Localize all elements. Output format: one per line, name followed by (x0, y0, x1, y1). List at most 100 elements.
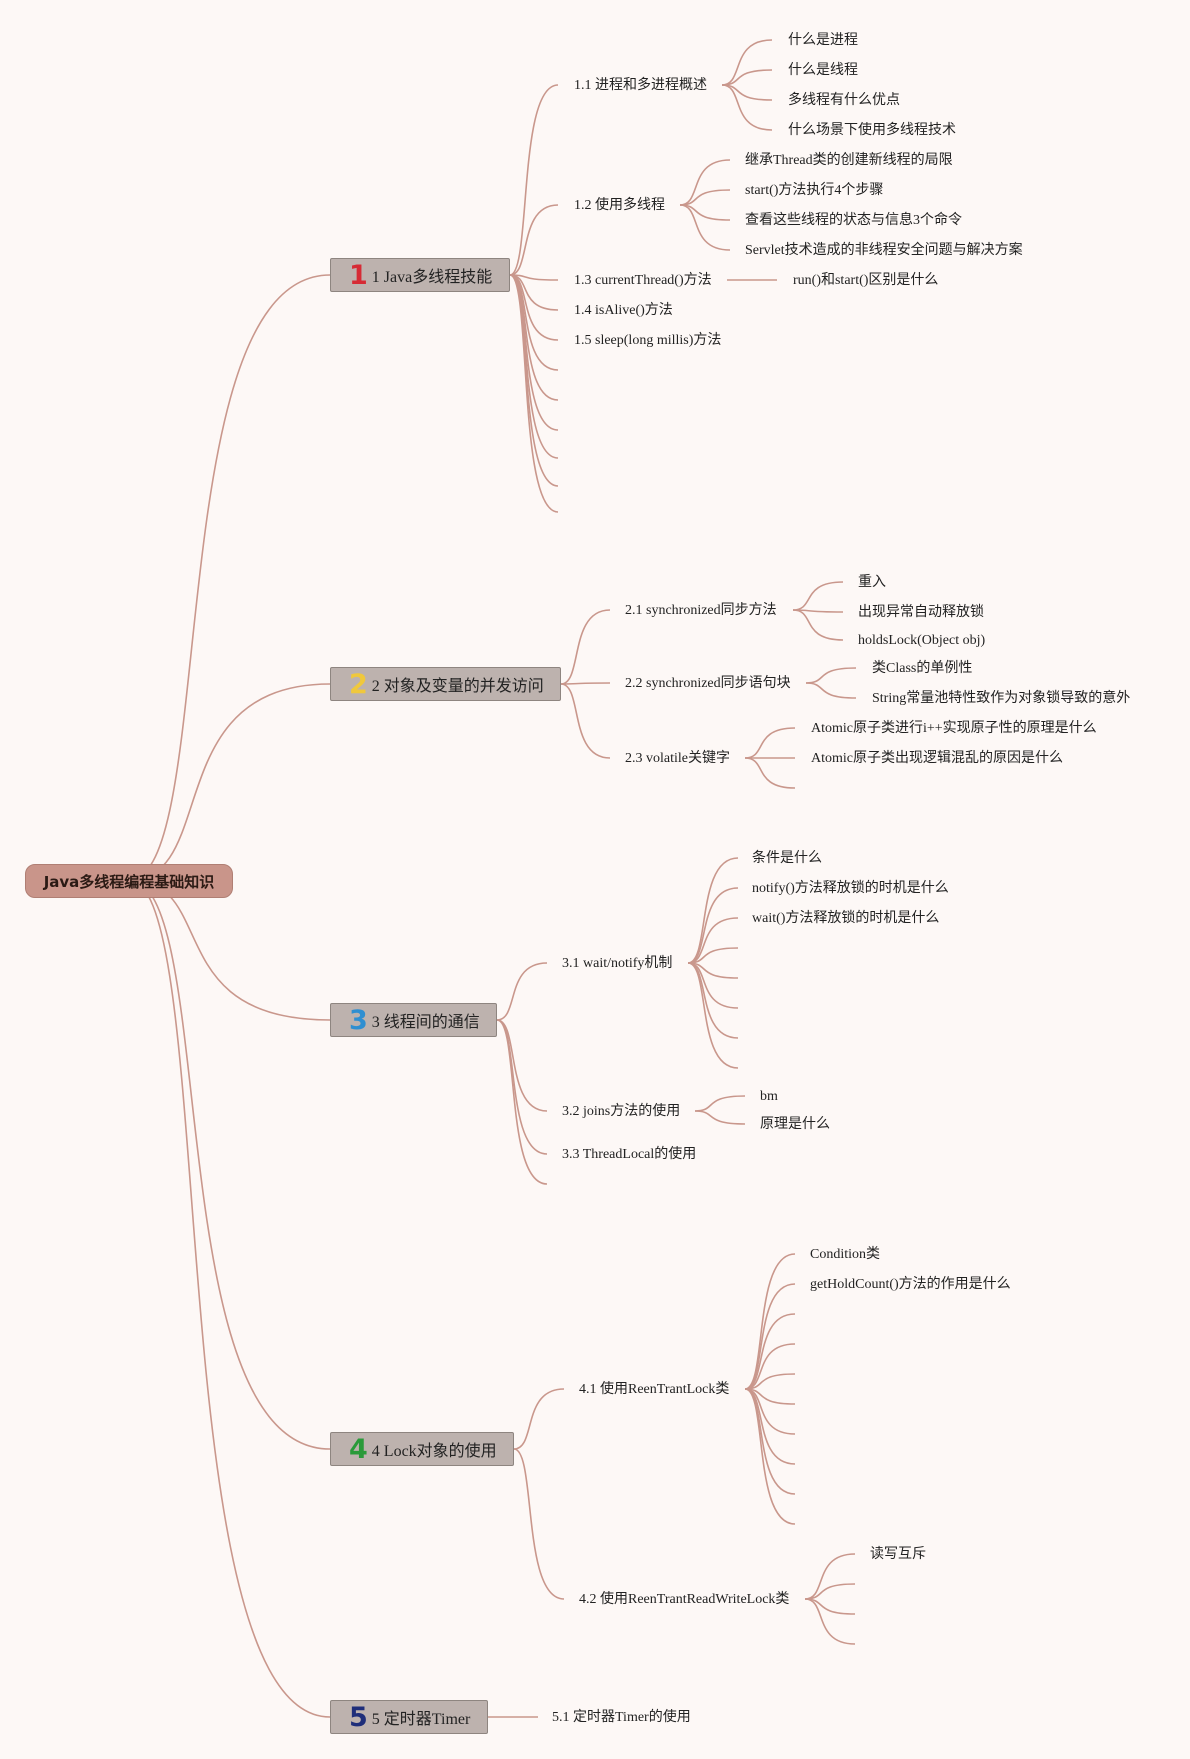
topic-4-2-link (804, 1598, 856, 1645)
topic-1-1-item[interactable]: 什么是线程 (788, 63, 858, 78)
branch-2-link (560, 683, 611, 759)
branch-3-link (496, 962, 548, 1021)
branch-2[interactable]: 2 2 对象及变量的并发访问 (330, 667, 561, 701)
topic-2-1-item[interactable]: holdsLock(Object obj) (858, 633, 986, 648)
branch-2-label: 2 对象及变量的并发访问 (371, 678, 544, 695)
topic-1-1-item[interactable]: 什么场景下使用多线程技术 (788, 123, 956, 138)
branch-2-number: 2 (349, 668, 368, 700)
topic-1-2-link (679, 189, 731, 206)
topic-2-2-link (805, 667, 857, 684)
branch-2-link (560, 609, 611, 685)
topic-2-1-link (792, 609, 844, 641)
topic-4-1-link (744, 1373, 796, 1390)
topic-2-2[interactable]: 2.2 synchronized同步语句块 (625, 676, 791, 691)
topic-3-2-link (694, 1095, 746, 1112)
topic-1-3-item[interactable]: run()和start()区别是什么 (793, 273, 939, 288)
topic-4-1-link (744, 1388, 796, 1495)
topic-4-2-link (804, 1553, 856, 1600)
topic-2-2-item[interactable]: 类Class的单例性 (872, 661, 973, 676)
topic-1-1-link (721, 69, 773, 86)
topic-1-2-item[interactable]: 查看这些线程的状态与信息3个命令 (745, 213, 962, 228)
topic-1-1-link (721, 39, 773, 86)
topic-2-2-item[interactable]: String常量池特性致作为对象锁导致的意外 (872, 691, 1131, 706)
topic-1-5[interactable]: 1.5 sleep(long millis)方法 (574, 333, 722, 348)
topic-4-1-link (744, 1313, 796, 1390)
topic-4-2[interactable]: 4.2 使用ReenTrantReadWriteLock类 (579, 1592, 790, 1607)
topic-1-3[interactable]: 1.3 currentThread()方法 (574, 273, 712, 288)
branch-1-link (509, 84, 559, 276)
topic-3-1-item[interactable]: notify()方法释放锁的时机是什么 (752, 881, 949, 896)
branch-4-number: 4 (349, 1433, 368, 1465)
root-link (128, 879, 331, 1450)
topic-3-1-item[interactable]: 条件是什么 (752, 851, 822, 866)
branch-1-link (509, 274, 559, 513)
topic-2-3-link (744, 727, 796, 759)
root-label: Java多线程编程基础知识 (43, 872, 215, 891)
branch-4-label: 4 Lock对象的使用 (371, 1443, 497, 1460)
topic-3-1[interactable]: 3.1 wait/notify机制 (562, 956, 673, 971)
topic-2-1[interactable]: 2.1 synchronized同步方法 (625, 603, 777, 618)
topic-4-1-item[interactable]: Condition类 (810, 1247, 881, 1262)
branch-3-link (496, 1019, 548, 1185)
branch-1-link (509, 274, 559, 401)
topic-3-1-link (687, 947, 739, 964)
branch-3[interactable]: 3 3 线程间的通信 (330, 1003, 497, 1037)
topic-3-2-link (694, 1110, 746, 1125)
topic-2-1-link (792, 581, 844, 611)
branch-3-number: 3 (349, 1004, 368, 1036)
topic-3-1-link (687, 917, 739, 964)
topic-3-2-item[interactable]: bm (760, 1089, 778, 1104)
root-link (128, 683, 331, 881)
branch-4-link (513, 1448, 565, 1600)
topic-1-2-item[interactable]: 继承Thread类的创建新线程的局限 (745, 153, 953, 168)
topic-1-1[interactable]: 1.1 进程和多进程概述 (574, 78, 707, 93)
topic-2-2-link (805, 682, 857, 699)
branch-5[interactable]: 5 5 定时器Timer (330, 1700, 488, 1734)
topic-4-1[interactable]: 4.1 使用ReenTrantLock类 (579, 1382, 730, 1397)
topic-4-1-link (744, 1343, 796, 1390)
topic-5-1[interactable]: 5.1 定时器Timer的使用 (552, 1710, 691, 1725)
root-link (128, 879, 331, 1718)
topic-2-3[interactable]: 2.3 volatile关键字 (625, 751, 730, 766)
topic-2-1-item[interactable]: 出现异常自动释放锁 (858, 605, 984, 620)
branch-1-link (509, 274, 559, 431)
branch-5-label: 5 定时器Timer (371, 1711, 471, 1728)
root-link (128, 879, 331, 1021)
topic-4-1-link (744, 1388, 796, 1525)
topic-1-2-link (679, 159, 731, 206)
topic-4-1-link (744, 1283, 796, 1390)
topic-4-2-link (804, 1583, 856, 1600)
root-node[interactable]: Java多线程编程基础知识 (25, 864, 233, 898)
branch-4-link (513, 1388, 565, 1450)
topic-2-3-item[interactable]: Atomic原子类出现逻辑混乱的原因是什么 (811, 751, 1063, 766)
topic-4-2-item[interactable]: 读写互斥 (870, 1547, 926, 1562)
topic-2-3-link (744, 757, 796, 789)
topic-3-2[interactable]: 3.2 joins方法的使用 (562, 1104, 681, 1119)
branch-4[interactable]: 4 4 Lock对象的使用 (330, 1432, 514, 1466)
branch-1[interactable]: 1 1 Java多线程技能 (330, 258, 510, 292)
topic-2-1-item[interactable]: 重入 (858, 575, 886, 590)
topic-3-2-item[interactable]: 原理是什么 (760, 1117, 830, 1132)
branch-1-label: 1 Java多线程技能 (371, 269, 493, 286)
branch-1-link (509, 204, 559, 276)
topic-1-2-link (679, 204, 731, 251)
branch-1-number: 1 (349, 259, 368, 291)
topic-3-1-item[interactable]: wait()方法释放锁的时机是什么 (752, 911, 940, 926)
branch-1-link (509, 274, 559, 487)
branch-5-number: 5 (349, 1701, 368, 1733)
topic-1-1-item[interactable]: 什么是进程 (788, 33, 858, 48)
topic-1-1-link (721, 84, 773, 131)
topic-1-4[interactable]: 1.4 isAlive()方法 (574, 303, 673, 318)
topic-1-1-item[interactable]: 多线程有什么优点 (788, 93, 900, 108)
topic-3-1-link (687, 887, 739, 964)
topic-3-1-link (687, 962, 739, 1069)
topic-1-2[interactable]: 1.2 使用多线程 (574, 198, 665, 213)
topic-1-2-item[interactable]: Servlet技术造成的非线程安全问题与解决方案 (745, 243, 1023, 258)
topic-1-2-item[interactable]: start()方法执行4个步骤 (745, 183, 884, 198)
topic-3-3[interactable]: 3.3 ThreadLocal的使用 (562, 1147, 697, 1162)
topic-2-3-item[interactable]: Atomic原子类进行i++实现原子性的原理是什么 (811, 721, 1097, 736)
topic-4-1-item[interactable]: getHoldCount()方法的作用是什么 (810, 1277, 1011, 1292)
branch-3-link (496, 1019, 548, 1112)
branch-3-label: 3 线程间的通信 (371, 1014, 480, 1031)
